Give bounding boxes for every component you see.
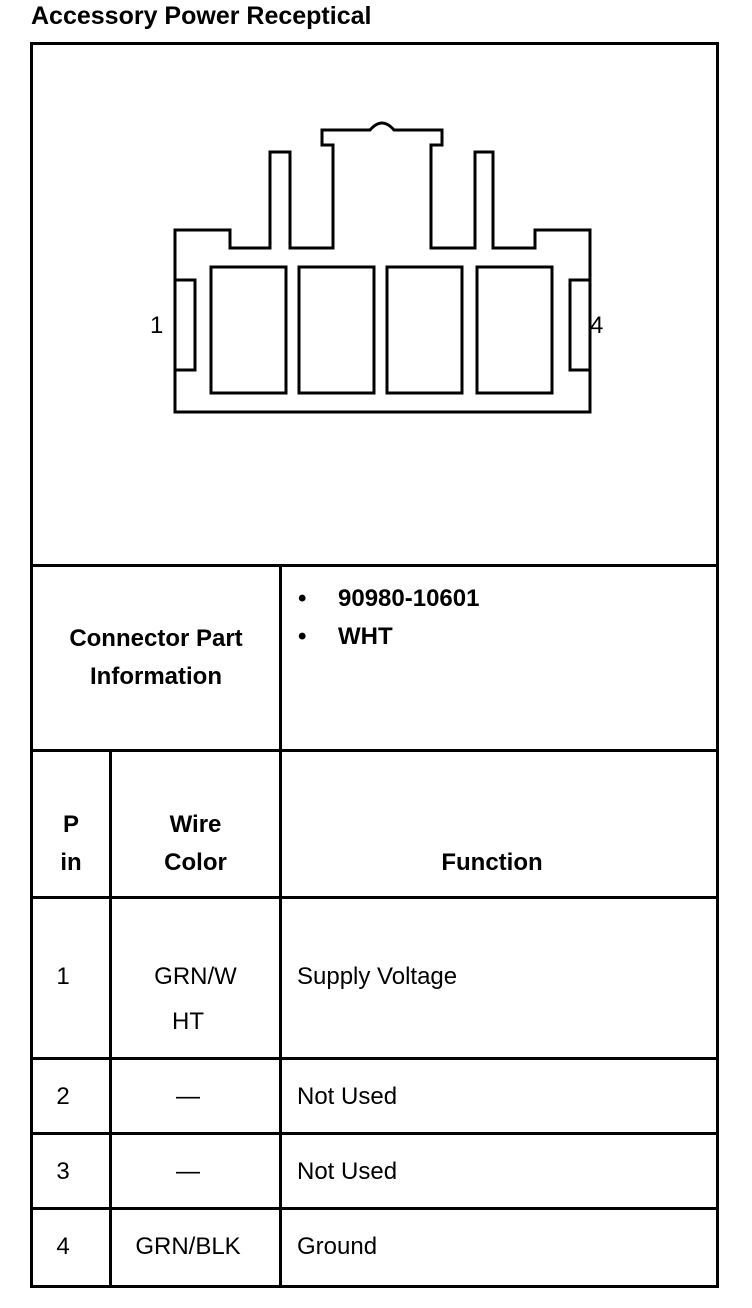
row-3-wire: — xyxy=(176,1158,200,1185)
list-item: •WHT xyxy=(298,618,479,656)
part-number: 90980-10601 xyxy=(338,585,480,612)
connector-info-label-line1: Connector Part xyxy=(69,625,243,652)
divider xyxy=(30,1207,719,1210)
pin-cavity-3 xyxy=(385,265,464,395)
row-4-function: Ground xyxy=(297,1233,378,1260)
row-3-function: Not Used xyxy=(297,1158,398,1185)
row-1-pin: 1 xyxy=(56,963,70,990)
connector-diagram xyxy=(173,121,592,414)
header-function: Function xyxy=(441,849,543,876)
divider xyxy=(30,896,719,899)
list-item: •90980-10601 xyxy=(298,580,479,618)
divider xyxy=(30,1132,719,1135)
row-1-function: Supply Voltage xyxy=(297,963,458,990)
row-1-wire-line2: HT xyxy=(172,1008,204,1035)
pin-label-1: 1 xyxy=(150,312,164,339)
pin-cavity-4 xyxy=(475,265,554,395)
page-title: Accessory Power Receptical xyxy=(31,2,372,30)
row-4-wire: GRN/BLK xyxy=(135,1233,241,1260)
connector-info-label-line2: Information xyxy=(90,663,222,690)
row-1-wire-line1: GRN/W xyxy=(154,963,237,990)
divider xyxy=(30,1057,719,1060)
connector-color: WHT xyxy=(338,623,393,650)
connector-info-list: •90980-10601 •WHT xyxy=(298,580,479,656)
pin-cavity-2 xyxy=(297,265,376,395)
row-4-pin: 4 xyxy=(56,1233,70,1260)
row-2-wire: — xyxy=(176,1083,200,1110)
row-2-function: Not Used xyxy=(297,1083,398,1110)
divider xyxy=(30,749,719,752)
connector-inner-wall-right xyxy=(568,278,590,372)
connector-inner-wall xyxy=(175,278,197,372)
connector-table-frame xyxy=(30,42,719,1288)
header-wire-line2: Color xyxy=(164,849,227,876)
row-3-pin: 3 xyxy=(56,1158,70,1185)
header-pin-line1: P xyxy=(62,811,79,838)
connector-outline xyxy=(173,121,592,414)
header-wire-line1: Wire xyxy=(169,811,222,838)
row-2-pin: 2 xyxy=(56,1083,70,1110)
column-divider xyxy=(279,564,282,1288)
header-pin-line2: in xyxy=(60,849,82,876)
pin-cavity-1 xyxy=(209,265,288,395)
divider xyxy=(30,564,719,567)
pin-label-4: 4 xyxy=(590,312,604,339)
column-divider xyxy=(109,749,112,1288)
